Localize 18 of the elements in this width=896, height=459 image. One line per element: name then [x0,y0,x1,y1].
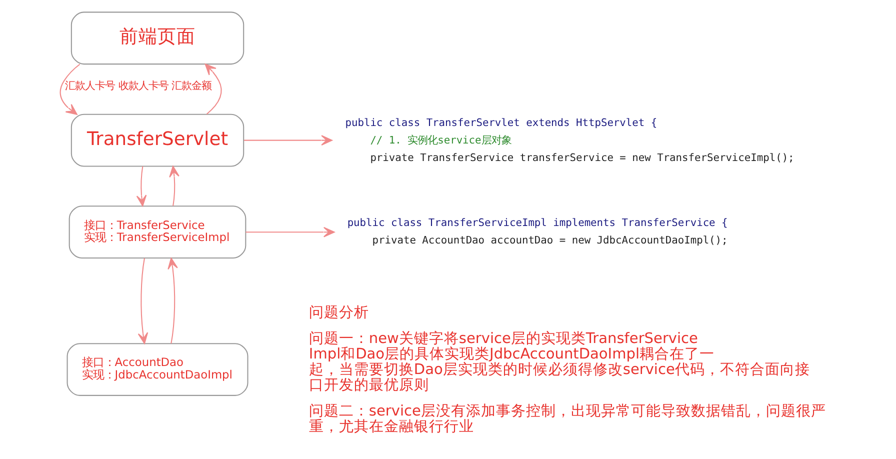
arrow [246,226,335,238]
node-box: 接口：AccountDao 实现：JdbcAccountDaoImpl [66,343,248,396]
node-text: public class TransferServiceImpl implements TransferService { private AccountDao accountDao = new JdbcAccountDaoImpl(); [347,216,728,246]
arrow [204,64,222,114]
label: 问题分析 [308,304,369,321]
arrow [244,135,332,146]
node-box: 前端页面 [70,12,244,65]
arrow [60,64,80,115]
arrow [168,258,178,344]
arrow [138,258,148,344]
arrow [169,166,180,206]
arrow [136,166,147,206]
node-box: 接口：TransferService 实现：TransferServiceImpl [68,206,246,259]
node-text: public class TransferServlet extends HttpServlet { // 1. 实例化service层对象 private TransferService transferService = new TransferServiceImpl(); [345,116,794,164]
edge-label: 汇款人卡号 收款人卡号 汇款金额 [65,80,212,92]
node-box: TransferServlet [70,114,244,167]
label: 问题二：service层没有添加事务控制，出现异常可能导致数据错乱，问题很严重，尤其在金融银行行业 [308,403,826,435]
label: 问题一：new关键字将service层的实现类TransferServiceImpl和Dao层的具体实现类JdbcAccountDaoImpl耦合在了一起，当需要切换Dao层实现类的时候必须得修改service代码，不符合面向接口开发的最优原则 [308,330,810,394]
